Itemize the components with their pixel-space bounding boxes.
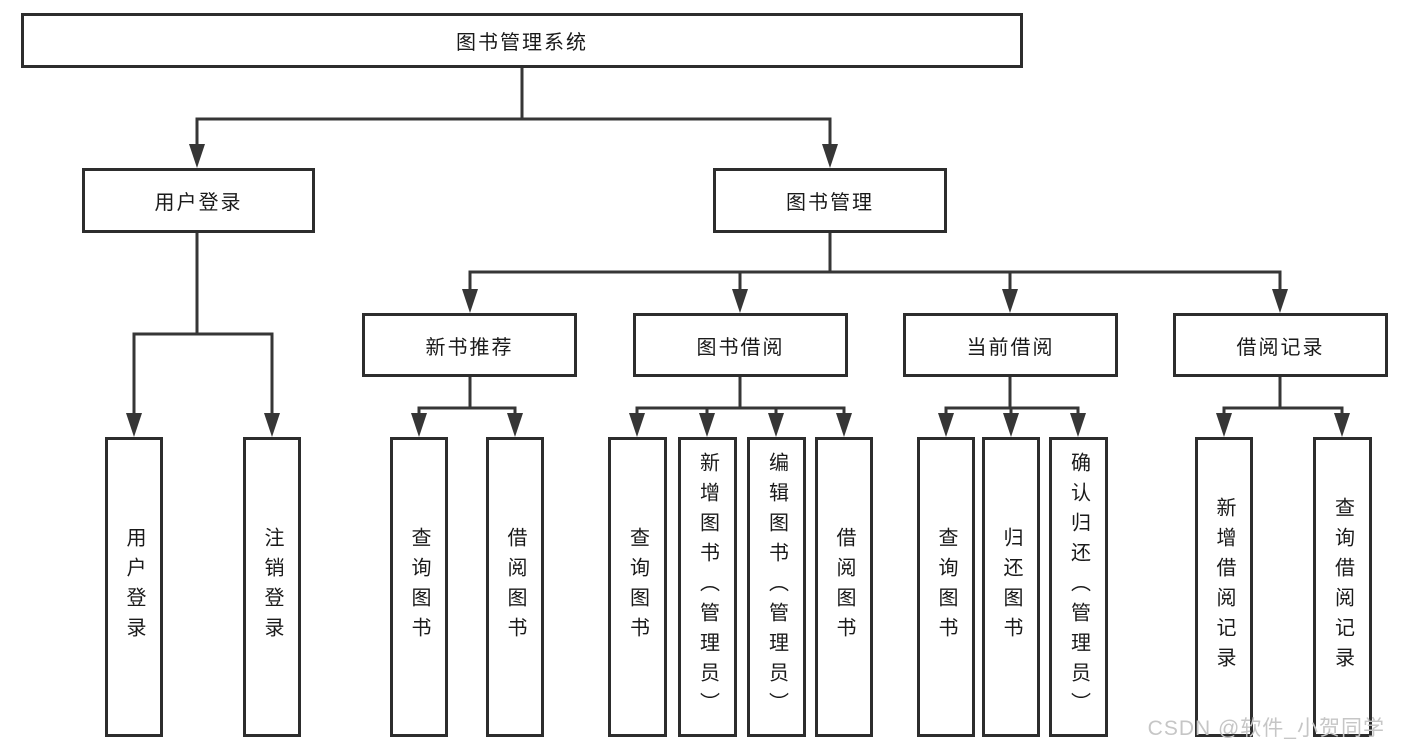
tree-edges xyxy=(132,68,1344,416)
node-label: 查询图书 xyxy=(935,527,957,647)
node-label: 查询借阅记录 xyxy=(1331,497,1354,677)
node-current-borrowing: 当前借阅 xyxy=(903,313,1118,377)
node-label: 借阅记录 xyxy=(1236,336,1325,359)
node-label: 用户登录 xyxy=(123,527,145,647)
node-label: 图书管理 xyxy=(786,192,874,214)
node-leaf-query-books-1: 查询图书 xyxy=(390,437,448,737)
watermark: CSDN @软件_小贺同学 xyxy=(1147,717,1385,740)
node-label: 注销登录 xyxy=(261,527,283,647)
node-label: 新增借阅记录 xyxy=(1213,497,1235,677)
node-label: 用户登录 xyxy=(154,192,243,214)
node-leaf-return-books: 归还图书 xyxy=(982,437,1040,737)
node-leaf-borrow-books-2: 借阅图书 xyxy=(815,437,873,737)
node-label: 确认归还（管理员） xyxy=(1067,452,1090,722)
node-borrow-records: 借阅记录 xyxy=(1173,313,1388,377)
node-label: 编辑图书（管理员） xyxy=(765,452,788,722)
node-label: 借阅图书 xyxy=(504,527,526,647)
node-leaf-confirm-return-admin: 确认归还（管理员） xyxy=(1049,437,1108,737)
node-leaf-add-books-admin: 新增图书（管理员） xyxy=(678,437,737,737)
node-root-system: 图书管理系统 xyxy=(21,13,1023,68)
node-leaf-edit-books-admin: 编辑图书（管理员） xyxy=(747,437,806,737)
node-label: 查询图书 xyxy=(408,527,430,647)
node-label: 图书管理系统 xyxy=(456,32,588,54)
node-leaf-user-login: 用户登录 xyxy=(105,437,163,737)
node-leaf-query-books-2: 查询图书 xyxy=(608,437,667,737)
node-leaf-add-borrow-record: 新增借阅记录 xyxy=(1195,437,1253,737)
arrowhead-icons xyxy=(126,144,1350,437)
node-label: 归还图书 xyxy=(1000,527,1022,647)
node-label: 新增图书（管理员） xyxy=(696,452,719,722)
node-leaf-borrow-books-1: 借阅图书 xyxy=(486,437,544,737)
node-user-login-module: 用户登录 xyxy=(82,168,315,233)
node-new-book-recommend: 新书推荐 xyxy=(362,313,577,377)
node-label: 当前借阅 xyxy=(966,336,1055,359)
node-leaf-query-borrow-record: 查询借阅记录 xyxy=(1313,437,1372,737)
node-label: 新书推荐 xyxy=(425,336,514,359)
node-label: 借阅图书 xyxy=(833,527,855,647)
node-label: 图书借阅 xyxy=(696,336,785,359)
node-label: 查询图书 xyxy=(626,527,649,647)
node-leaf-query-books-3: 查询图书 xyxy=(917,437,975,737)
node-leaf-logout: 注销登录 xyxy=(243,437,301,737)
node-book-borrowing: 图书借阅 xyxy=(633,313,848,377)
node-book-management: 图书管理 xyxy=(713,168,947,233)
